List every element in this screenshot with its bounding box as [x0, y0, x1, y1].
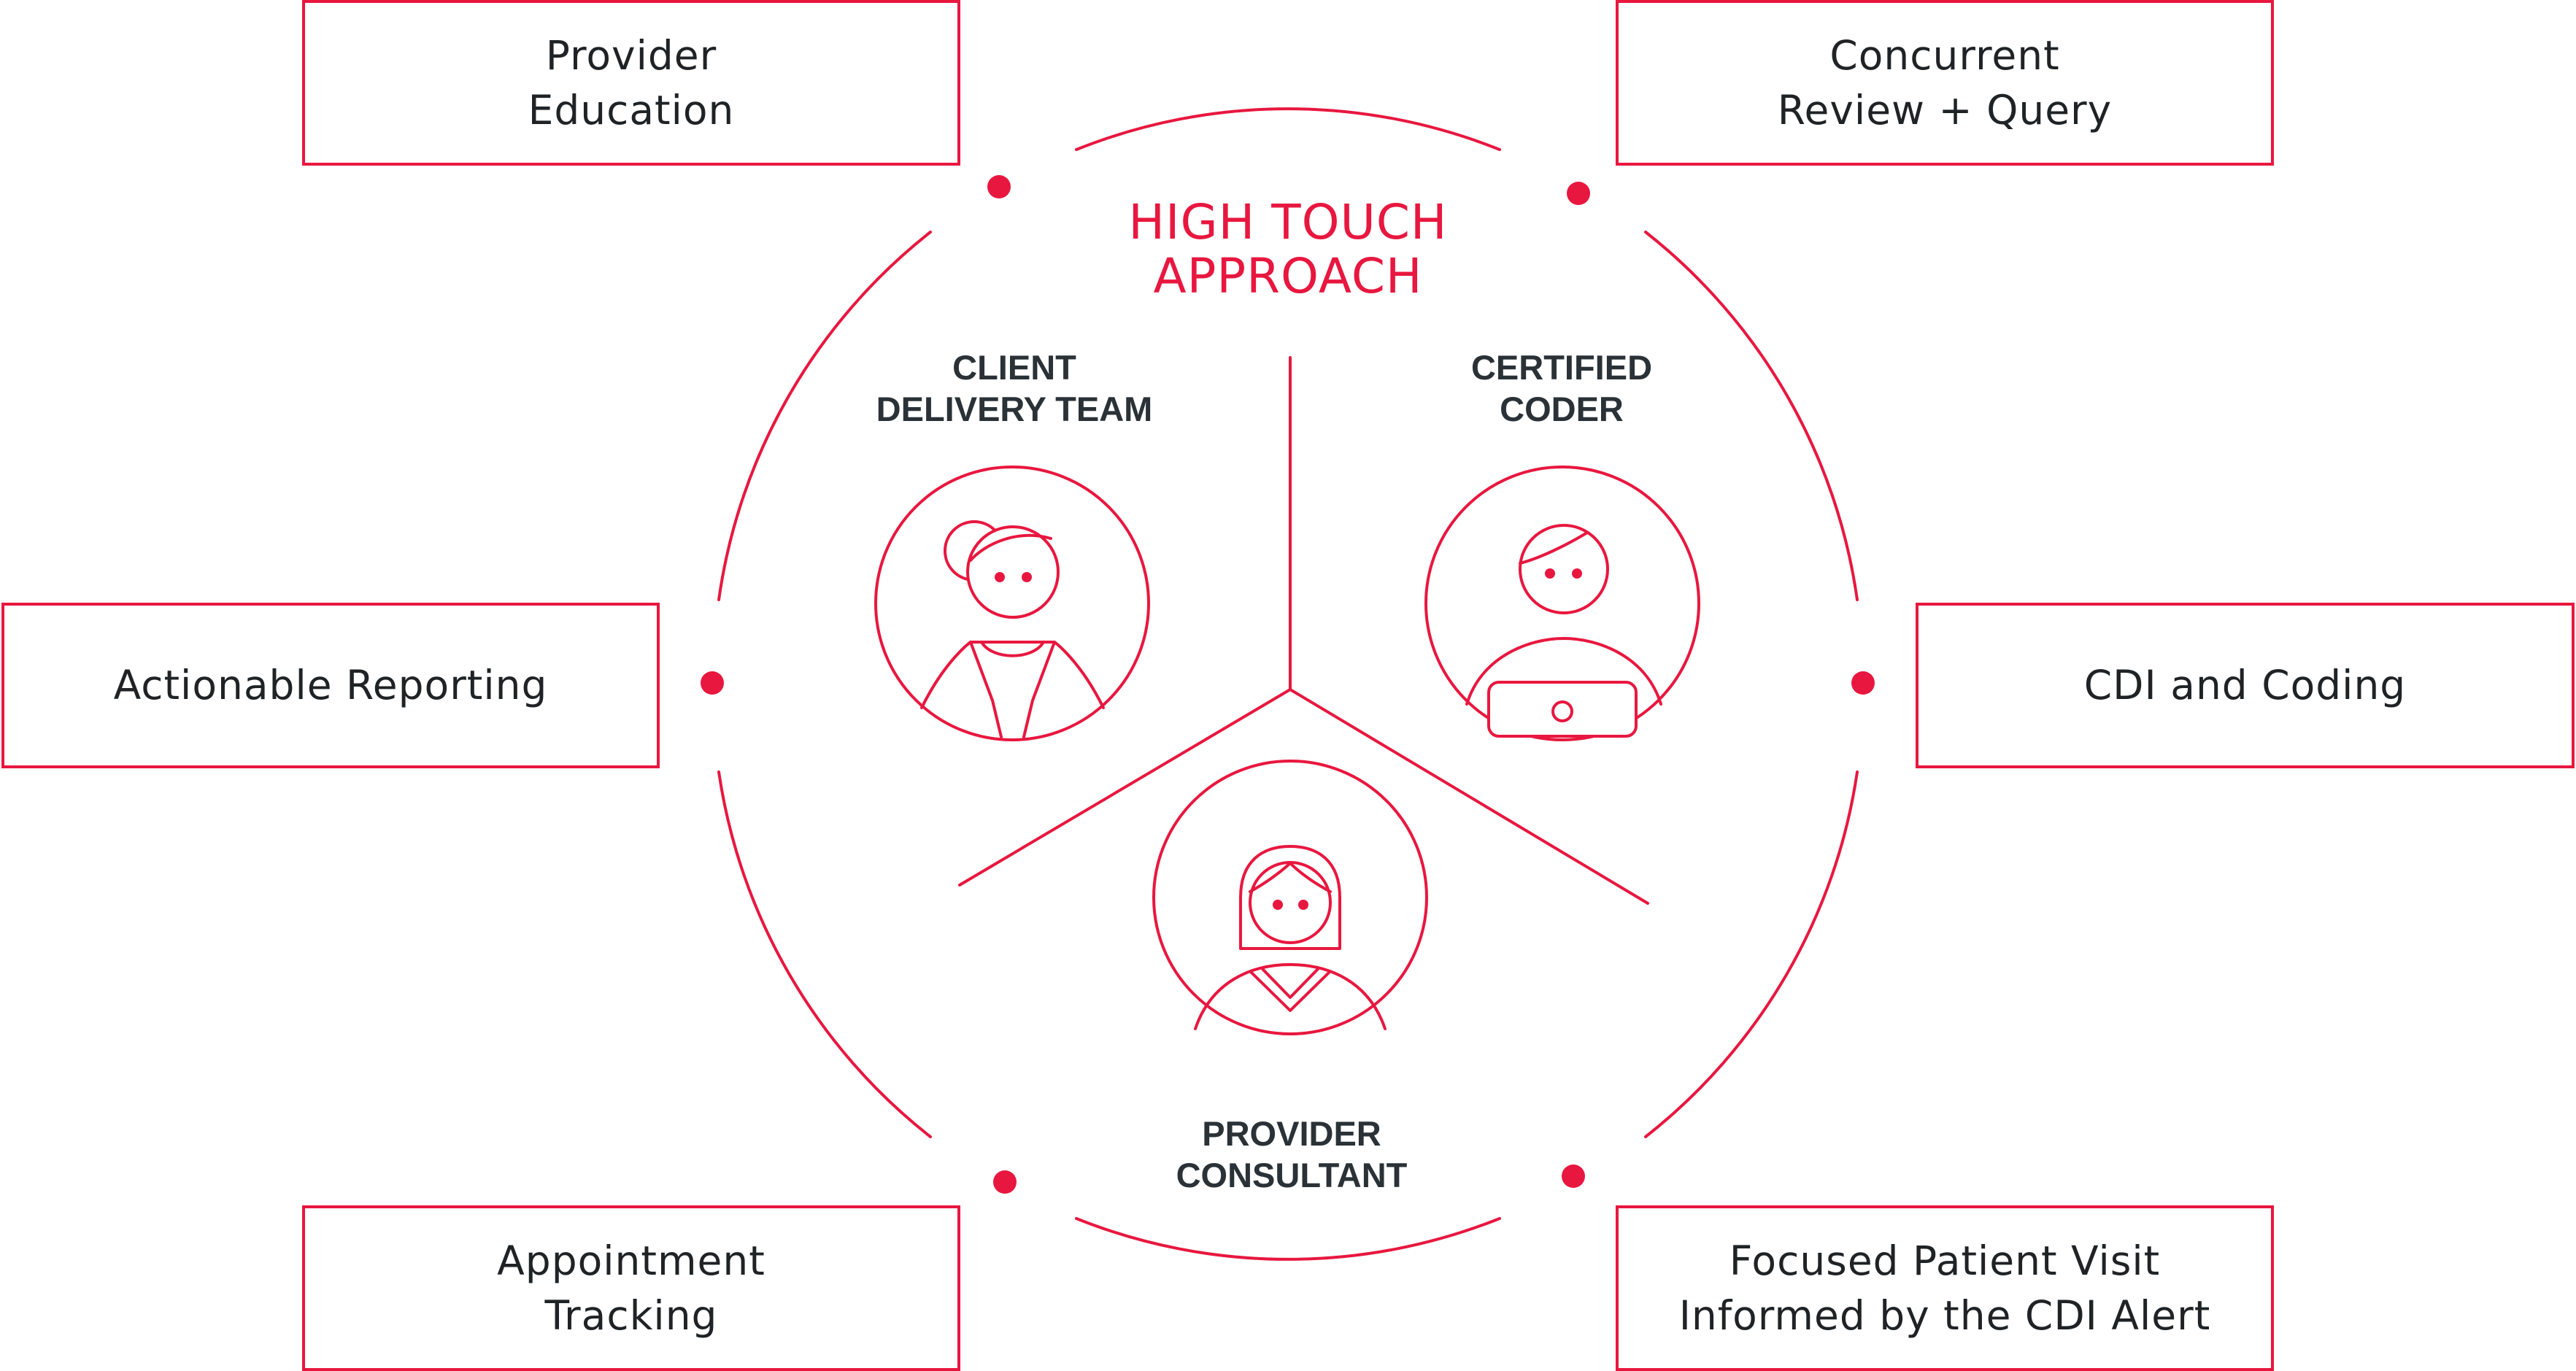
- dot-actionable-reporting: [701, 671, 724, 695]
- service-label: Actionable Reporting: [113, 662, 548, 708]
- service-label: Concurrent Review + Query: [1777, 31, 2113, 134]
- ring-arc-upper-right: [1644, 231, 1859, 601]
- ring-arc-bottom: [1075, 1217, 1501, 1261]
- dot-cdi-coding: [1851, 671, 1875, 695]
- role-label-certified-coder: CERTIFIED CODER: [1470, 348, 1653, 428]
- center-title: HIGH TOUCH APPROACH: [1128, 194, 1448, 304]
- man-laptop-icon: [1424, 466, 1700, 741]
- dot-concurrent-review: [1567, 182, 1590, 205]
- service-label: Focused Patient Visit Informed by the CD…: [1678, 1237, 2211, 1339]
- service-box-focused-patient-visit: Focused Patient Visit Informed by the CD…: [1616, 1205, 2274, 1371]
- service-box-actionable-reporting: Actionable Reporting: [1, 603, 660, 768]
- dot-focused-visit: [1562, 1165, 1585, 1188]
- divider-left: [958, 688, 1292, 887]
- service-label: Appointment Tracking: [497, 1237, 766, 1339]
- service-box-cdi-coding: CDI and Coding: [1916, 603, 2575, 768]
- dot-appointment-tracking: [993, 1170, 1017, 1194]
- ring-arc-lower-right: [1644, 771, 1859, 1138]
- woman-provider-icon: [1152, 760, 1428, 1035]
- service-box-concurrent-review: Concurrent Review + Query: [1616, 0, 2274, 166]
- ring-arc-upper-left: [717, 231, 932, 601]
- woman-bun-icon: [874, 466, 1150, 741]
- ring-arc-lower-left: [717, 771, 932, 1138]
- service-label: CDI and Coding: [2083, 662, 2407, 708]
- role-label-client-delivery-team: CLIENT DELIVERY TEAM: [876, 348, 1153, 428]
- divider-right: [1289, 688, 1649, 905]
- ring-arc-top: [1075, 107, 1501, 151]
- service-label: Provider Education: [528, 31, 735, 134]
- role-label-provider-consultant: PROVIDER CONSULTANT: [1176, 1114, 1408, 1194]
- service-box-appointment-tracking: Appointment Tracking: [302, 1205, 960, 1371]
- service-box-provider-education: Provider Education: [302, 0, 960, 166]
- dot-provider-education: [987, 175, 1011, 198]
